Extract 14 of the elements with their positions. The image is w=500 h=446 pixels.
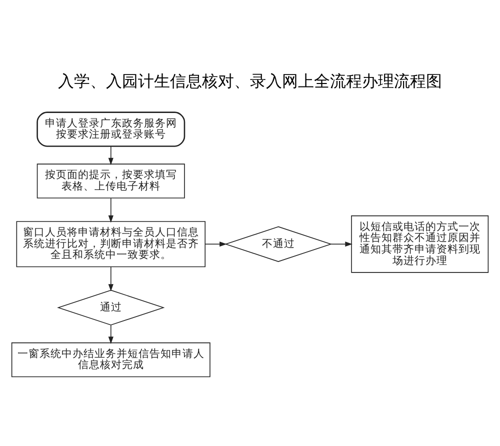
node-diamond: 通过 [57,289,165,325]
node-box: 以短信或电话的方式一次性告知群众不通过原因并通知其带齐申请资料到现场进行办理 [351,214,489,272]
arrow [330,241,352,246]
node-diamond: 不通过 [224,226,332,262]
arrow [204,241,227,246]
arrow [108,146,114,165]
arrow [108,324,114,344]
node-box: 申请人登录广东政务服务网按要求注册或登录账号 [36,111,186,146]
node-box: 按页面的提示，按要求填写表格、上传电子材料 [36,163,185,198]
node-box: 一窗系统中办结业务并短信告知申请人信息核对完成 [11,342,210,377]
arrow [108,266,114,291]
node-box: 窗口人员将申请材料与全员人口信息系统进行比对，判断申请材料是否齐全且和系统中一致要求。 [16,220,206,267]
diagram-title: 入学、入园计生信息核对、录入网上全流程办理流程图 [58,70,442,90]
arrow [108,197,114,222]
